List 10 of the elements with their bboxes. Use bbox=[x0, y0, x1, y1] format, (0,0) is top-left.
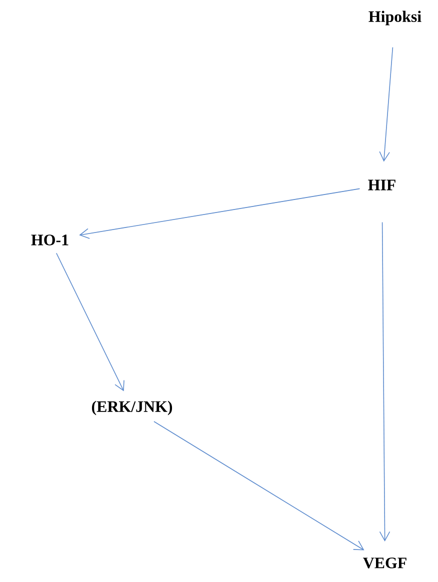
arrow bbox=[154, 421, 364, 550]
node-label: HO-1 bbox=[31, 234, 68, 246]
node-label: VEGF bbox=[363, 558, 406, 568]
node-label: HIF bbox=[368, 180, 396, 190]
arrow bbox=[379, 222, 390, 542]
node-label: (ERK/JNK) bbox=[92, 400, 172, 416]
arrow bbox=[56, 252, 124, 392]
node-label: Hipoksi bbox=[368, 10, 422, 26]
arrow bbox=[379, 46, 394, 162]
arrow bbox=[79, 188, 360, 239]
